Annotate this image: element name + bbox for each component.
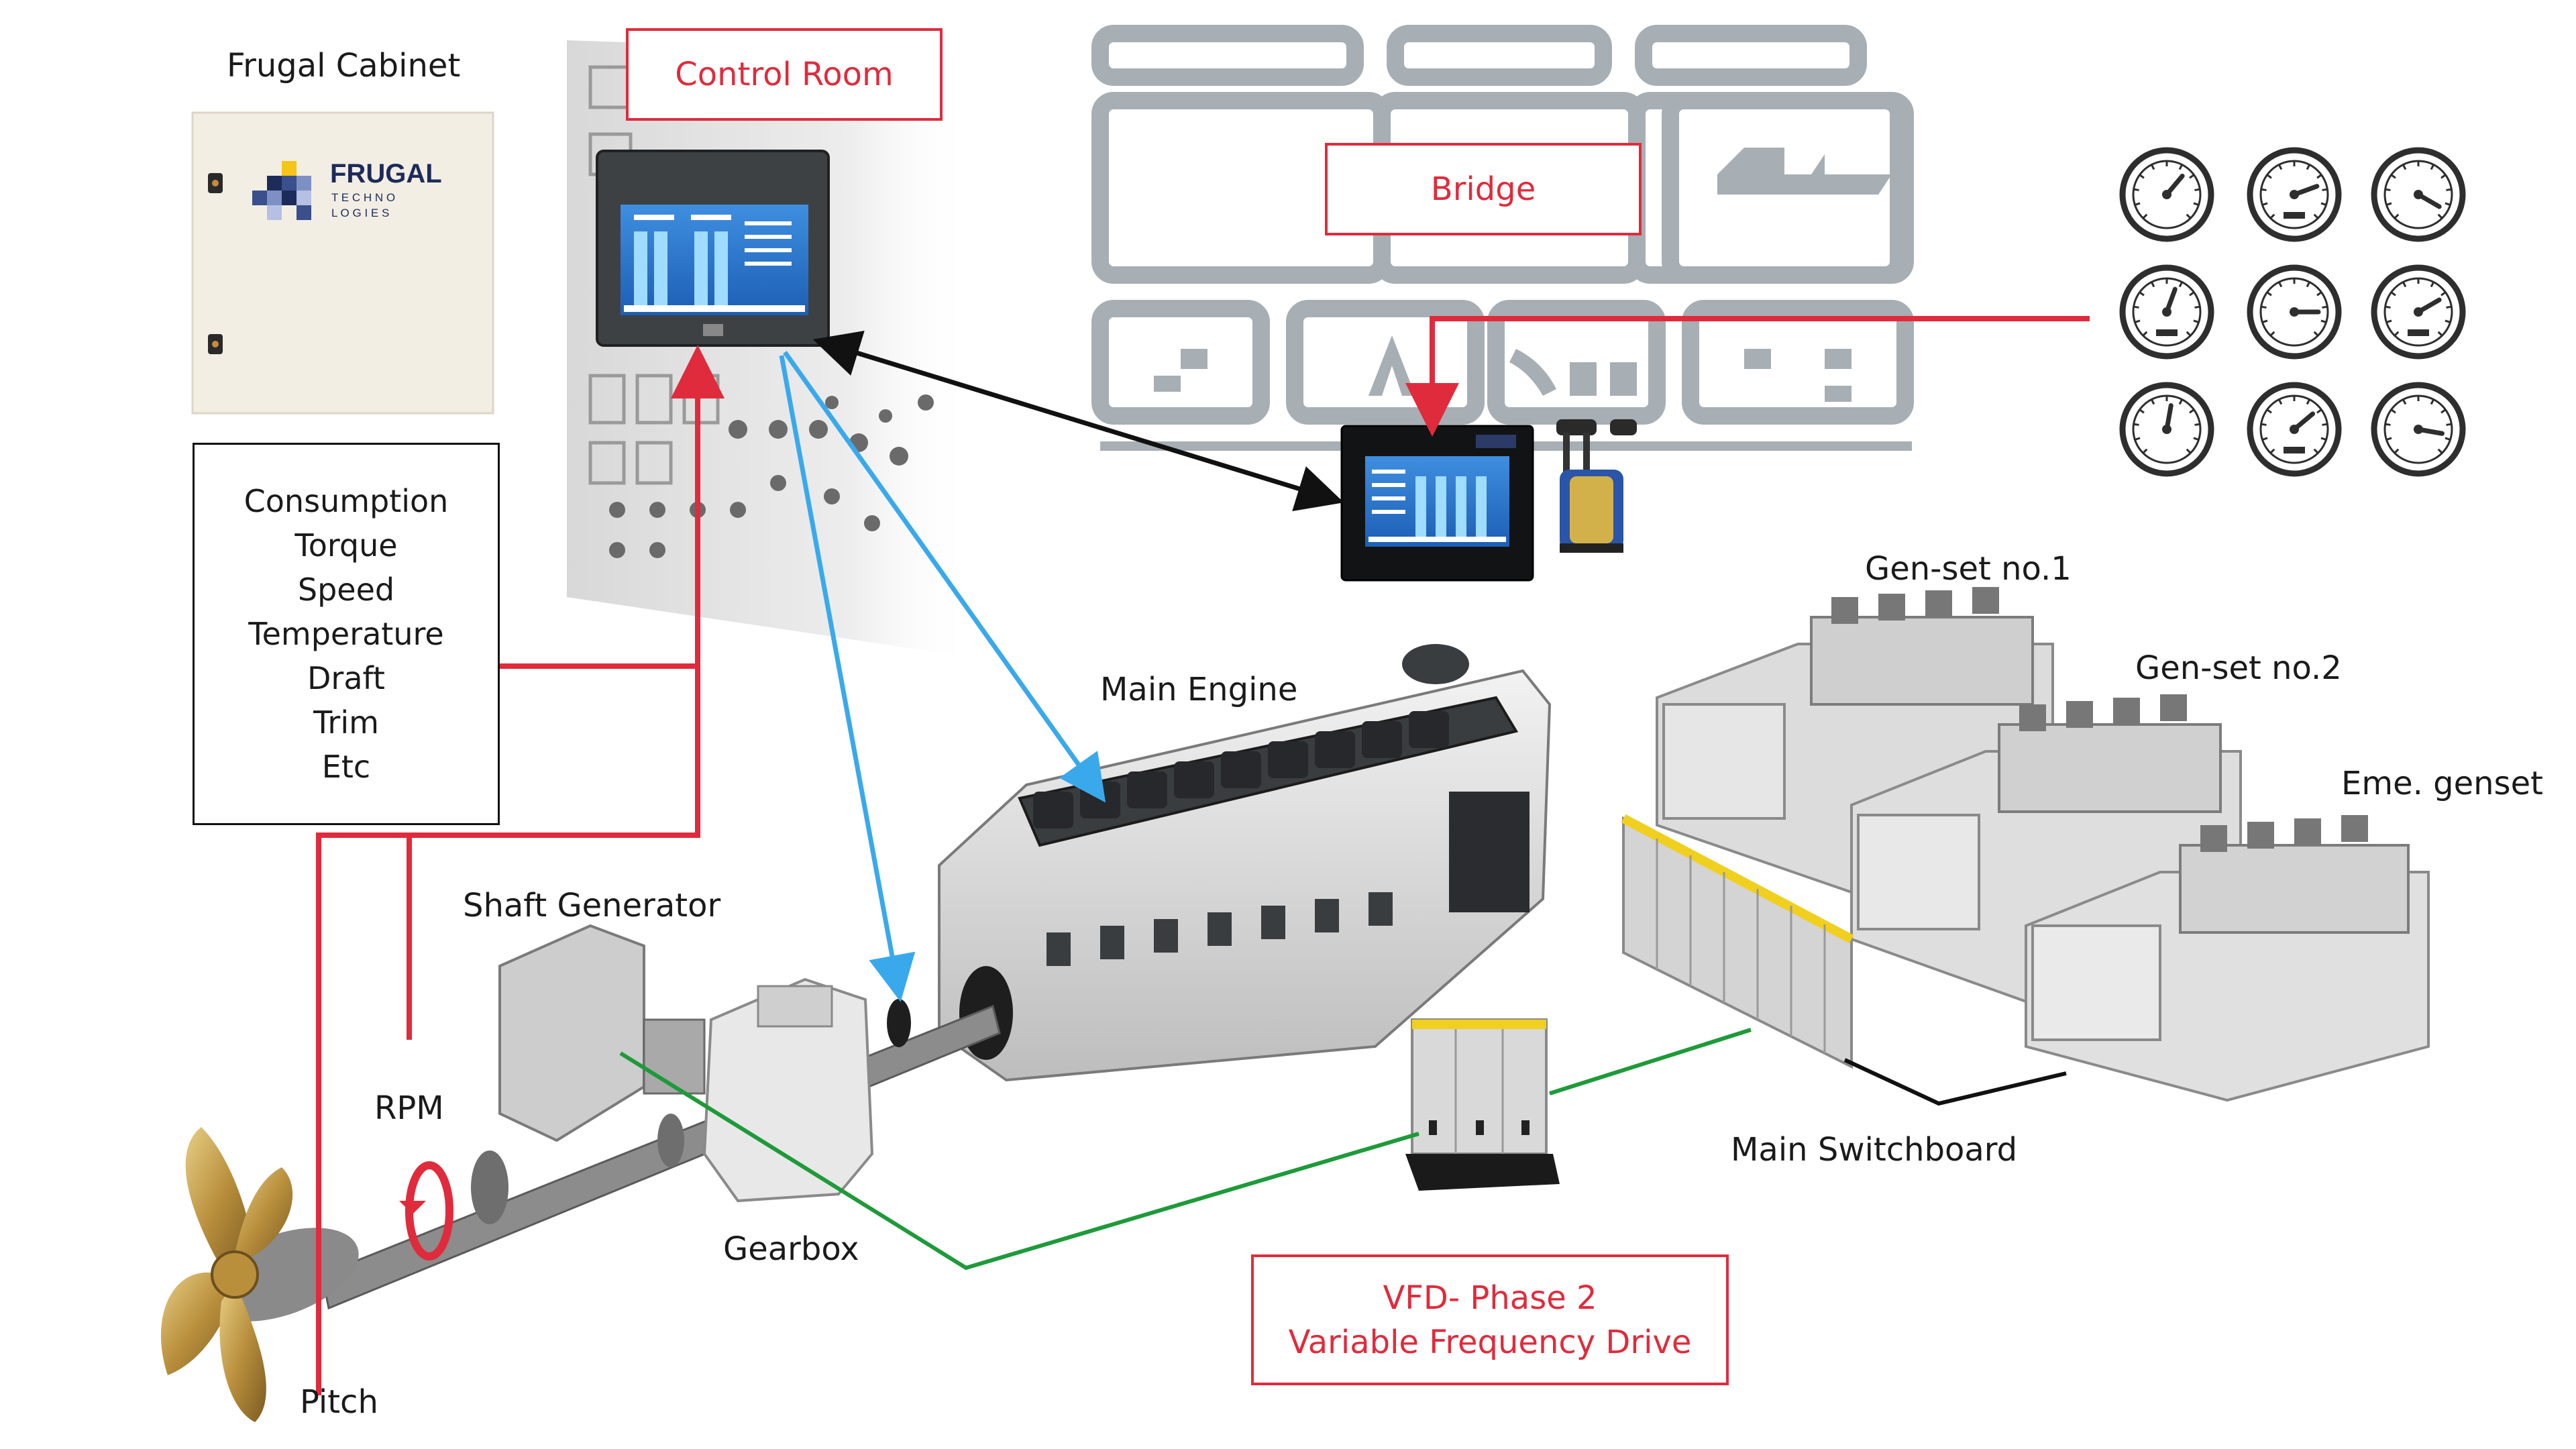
shaft-generator-illustration [498,924,706,1142]
label-shaft-generator: Shaft Generator [463,887,721,924]
label-vfd: VFD- Phase 2 Variable Frequency Drive [1251,1254,1729,1385]
propeller-icon [160,1127,359,1422]
gearbox-illustration [702,977,874,1203]
gauge-icon [2247,264,2342,360]
gauge-icon [2119,264,2214,360]
param-etc: Etc [321,749,371,785]
label-eme-genset: Eme. genset [2341,765,2543,802]
label-control-room: Control Room [626,28,943,121]
param-temperature: Temperature [248,616,444,652]
gauge-icon [2247,147,2342,242]
vfd-cabinet-illustration [1405,1018,1560,1191]
frugal-logo-brand: FRUGAL [330,159,442,189]
control-room-bridge-link [812,330,1344,512]
frugal-cabinet-illustration: FRUGAL T E C H N O L O G I E S [191,111,494,415]
control-room-panel-illustration [567,40,973,657]
label-vfd-line2: Variable Frequency Drive [1288,1323,1692,1361]
power-line-green [619,1051,1419,1271]
eme-genset-illustration [2025,815,2430,1102]
param-trim: Trim [313,704,379,741]
param-torque: Torque [294,527,398,564]
frugal-logo-sub-line1: T E C H N O [331,191,395,204]
gauge-grid [2119,147,2466,477]
bridge-display-unit [1340,425,1534,582]
rpm-arrowhead [399,1201,426,1214]
param-speed: Speed [297,572,395,608]
bridge-console-illustration [1091,25,1914,451]
label-vfd-line1: VFD- Phase 2 [1383,1279,1597,1317]
switchboard-icon [1621,814,1854,1069]
param-draft: Draft [307,660,385,696]
signal-wiring-red [316,316,2090,1395]
gauge-icon [2119,147,2214,242]
label-pitch: Pitch [300,1383,378,1421]
parameters-list: Consumption Torque Speed Temperature Dra… [193,443,500,825]
frugal-logo-mark [252,161,311,220]
frugal-logo-sub-line2: L O G I E S [331,207,389,219]
param-consumption: Consumption [244,483,449,519]
label-gen-set-2: Gen-set no.2 [2135,649,2342,687]
label-main-switchboard: Main Switchboard [1731,1131,2018,1169]
throttle-lever-icon [1556,419,1637,553]
gauge-icon [2371,147,2466,242]
control-room-display-unit [596,150,830,347]
engine-icon [938,644,1552,1082]
label-rpm: RPM [374,1089,444,1127]
gauge-icon [2119,382,2214,477]
gauge-icon [2371,264,2466,360]
gauge-icon [2371,382,2466,477]
label-frugal-cabinet: Frugal Cabinet [227,47,461,85]
label-gearbox: Gearbox [723,1230,859,1268]
label-bridge: Bridge [1325,143,1642,235]
switchboard-genset-link [1843,1058,2067,1106]
data-links-blue [779,350,1106,1002]
label-main-engine: Main Engine [1100,671,1298,708]
label-gen-set-1: Gen-set no.1 [1865,550,2072,588]
power-line-green-2 [1549,1028,1752,1095]
gauge-icon [2247,382,2342,477]
